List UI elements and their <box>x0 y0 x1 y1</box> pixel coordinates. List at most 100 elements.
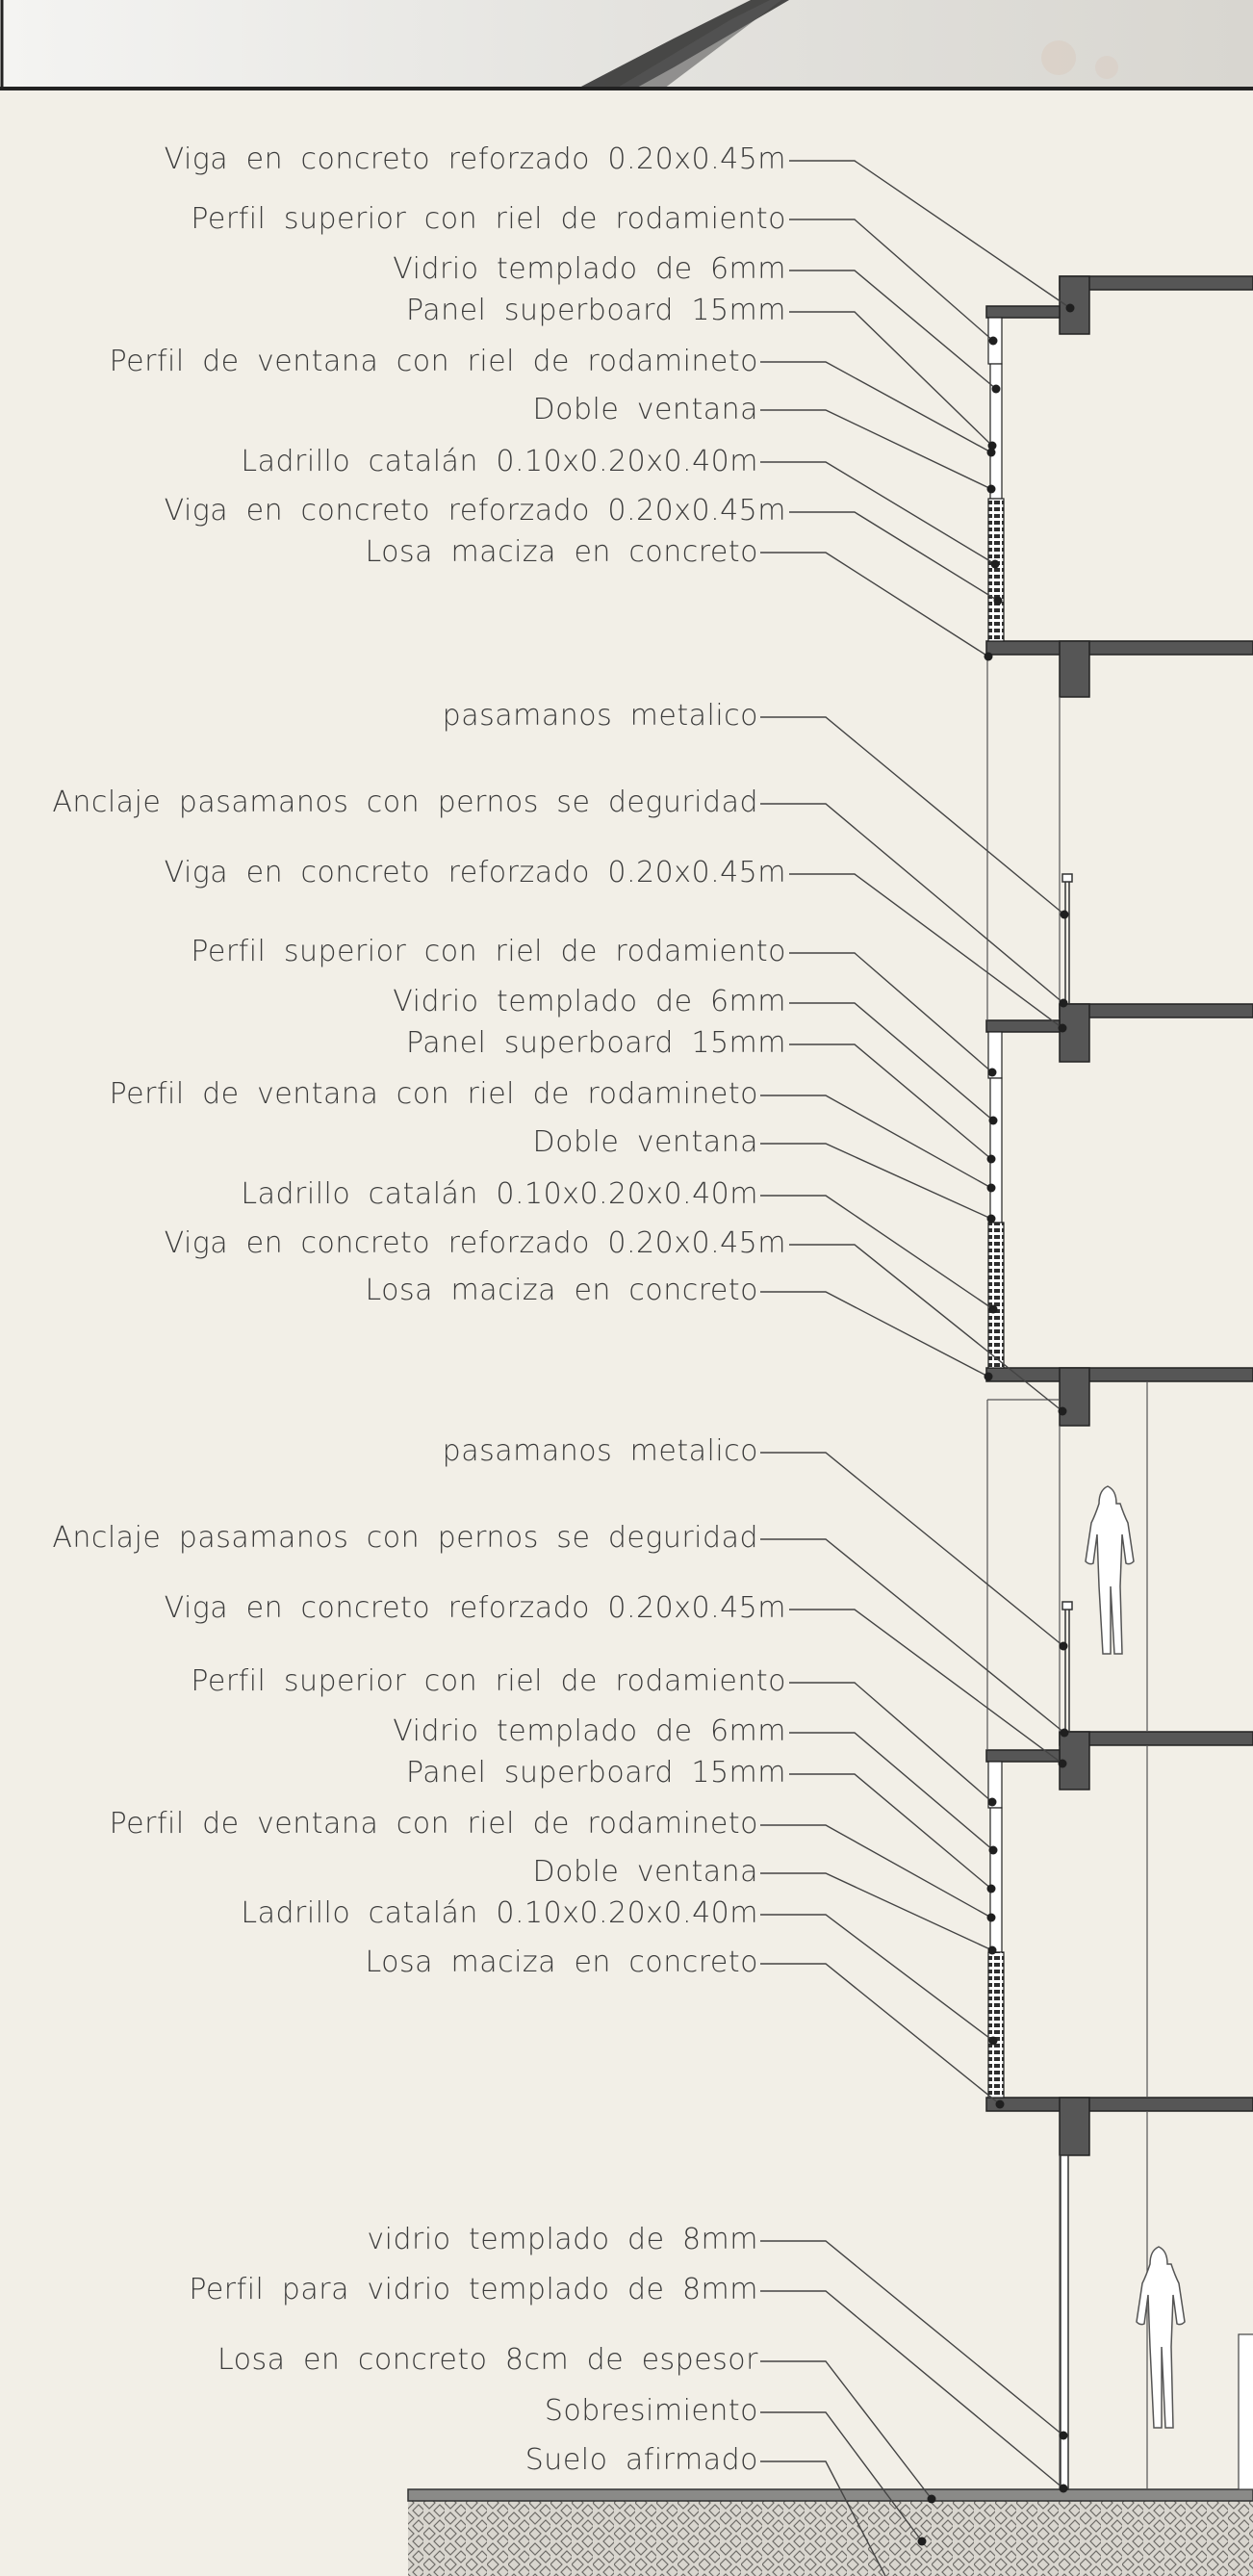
leader-dot <box>917 2537 927 2546</box>
leader-dot <box>988 1304 998 1314</box>
leader-dot <box>1058 1023 1067 1033</box>
label-perfil-ventana: Perfil de ventana con riel de rodamineto <box>109 1807 758 1841</box>
leader-line <box>760 1824 992 1919</box>
leader-dot <box>990 559 1000 569</box>
label-viga-concreto: Viga en concreto reforzado 0.20x0.45m <box>164 142 786 176</box>
leader-line <box>760 716 1065 915</box>
label-perfil-ventana: Perfil de ventana con riel de rodamineto <box>109 345 758 378</box>
label-ladrillo-catalan: Ladrillo catalán 0.10x0.20x0.40m <box>241 1896 758 1930</box>
leader-line <box>760 461 996 565</box>
leader-dots <box>917 303 1075 2546</box>
leader-dot <box>1060 1728 1069 1738</box>
leader-dot <box>986 1154 996 1164</box>
leader-dot <box>988 2036 998 2046</box>
leader-line <box>760 1195 994 1310</box>
leader-line <box>760 2460 886 2576</box>
leader-dot <box>1059 2484 1068 2493</box>
label-vidrio-templado: Vidrio templado de 6mm <box>393 985 786 1018</box>
label-vidrio-8mm: vidrio templado de 8mm <box>367 2223 758 2256</box>
building-structure <box>985 275 1253 2156</box>
leader-line <box>789 270 997 390</box>
leader-dot <box>987 441 997 451</box>
leader-dot <box>987 1945 997 1955</box>
leader-line <box>760 1143 992 1220</box>
leader-dot <box>987 1068 997 1077</box>
facade-walls <box>987 317 1005 2099</box>
leader-line <box>789 1609 1063 1765</box>
leader-dot <box>986 1913 996 1922</box>
label-perfil-superior: Perfil superior con riel de rodamiento <box>191 202 786 236</box>
leader-dot <box>995 2099 1005 2109</box>
label-ladrillo-catalan: Ladrillo catalán 0.10x0.20x0.40m <box>241 1177 758 1211</box>
label-vidrio-templado: Vidrio templado de 6mm <box>393 1714 786 1748</box>
leader-dot <box>1060 910 1069 919</box>
leader-line <box>789 1002 994 1121</box>
leader-line <box>760 1872 993 1951</box>
leader-dot <box>993 596 1003 605</box>
leader-line <box>760 1291 989 1378</box>
leader-dot <box>986 1183 996 1193</box>
leader-line <box>789 1773 992 1890</box>
leader-dot <box>1065 303 1075 313</box>
leader-dot <box>1059 1641 1068 1651</box>
label-viga-concreto: Viga en concreto reforzado 0.20x0.45m <box>164 1591 786 1625</box>
top-image-band <box>0 0 1253 90</box>
label-perfil-superior: Perfil superior con riel de rodamiento <box>191 935 786 968</box>
label-viga-concreto: Viga en concreto reforzado 0.20x0.45m <box>164 1226 786 1260</box>
label-viga-concreto: Viga en concreto reforzado 0.20x0.45m <box>164 856 786 889</box>
label-anclaje-pasamanos: Anclaje pasamanos con pernos se degurida… <box>52 786 758 819</box>
label-pasamanos: pasamanos metalico <box>442 1434 758 1468</box>
label-sobresimiento: Sobresimiento <box>544 2394 758 2428</box>
label-doble-ventana: Doble ventana <box>532 1125 758 1159</box>
label-suelo-afirmado: Suelo afirmado <box>524 2443 758 2477</box>
label-panel-superboard: Panel superboard 15mm <box>405 294 786 327</box>
leader-dot <box>986 1214 996 1224</box>
leader-line <box>789 511 999 602</box>
leader-line <box>760 361 992 453</box>
label-ladrillo-catalan: Ladrillo catalán 0.10x0.20x0.40m <box>241 445 758 478</box>
leader-dot <box>1058 1406 1067 1416</box>
leader-dot <box>984 1372 993 1381</box>
label-panel-superboard: Panel superboard 15mm <box>405 1756 786 1790</box>
label-losa-8cm: Losa en concreto 8cm de espesor <box>217 2343 758 2377</box>
label-losa-maciza: Losa maciza en concreto <box>365 1945 758 1979</box>
leader-line <box>760 803 1064 1004</box>
label-vidrio-templado: Vidrio templado de 6mm <box>393 252 786 286</box>
leader-dot <box>986 484 996 494</box>
label-anclaje-pasamanos: Anclaje pasamanos con pernos se degurida… <box>52 1521 758 1555</box>
label-losa-maciza: Losa maciza en concreto <box>365 1274 758 1307</box>
label-doble-ventana: Doble ventana <box>532 1855 758 1889</box>
leader-line <box>760 2290 1064 2489</box>
leader-line <box>789 952 993 1073</box>
leader-line <box>760 2240 1064 2436</box>
label-perfil-superior: Perfil superior con riel de rodamiento <box>191 1664 786 1698</box>
leader-dot <box>986 1884 996 1893</box>
label-perfil-vidrio-8mm: Perfil para vidrio templado de 8mm <box>189 2273 758 2306</box>
label-losa-maciza: Losa maciza en concreto <box>365 535 758 569</box>
leader-dot <box>986 448 996 457</box>
leader-dot <box>987 1797 997 1807</box>
leader-line <box>760 2411 923 2542</box>
leader-dot <box>988 1116 998 1125</box>
leader-dot <box>988 1845 998 1855</box>
leader-line <box>760 1452 1064 1647</box>
leader-line <box>760 2360 933 2500</box>
leader-dot <box>1058 1759 1067 1768</box>
leader-dot <box>1059 998 1068 1008</box>
leader-line <box>760 1538 1065 1734</box>
label-perfil-ventana: Perfil de ventana con riel de rodamineto <box>109 1077 758 1111</box>
leader-dot <box>988 336 998 346</box>
leader-dot <box>984 652 993 661</box>
leader-line <box>760 1914 994 2042</box>
human-figures <box>1085 1485 1186 2429</box>
leader-dot <box>1059 2431 1068 2440</box>
railings <box>1060 873 1073 2490</box>
leader-line <box>789 1244 1063 1412</box>
leader-line <box>789 160 1071 309</box>
leader-line <box>760 1963 1001 2105</box>
leader-dot <box>927 2494 936 2504</box>
leader-line <box>760 1095 992 1189</box>
leader-line <box>789 1043 992 1160</box>
leader-line <box>789 1682 993 1803</box>
